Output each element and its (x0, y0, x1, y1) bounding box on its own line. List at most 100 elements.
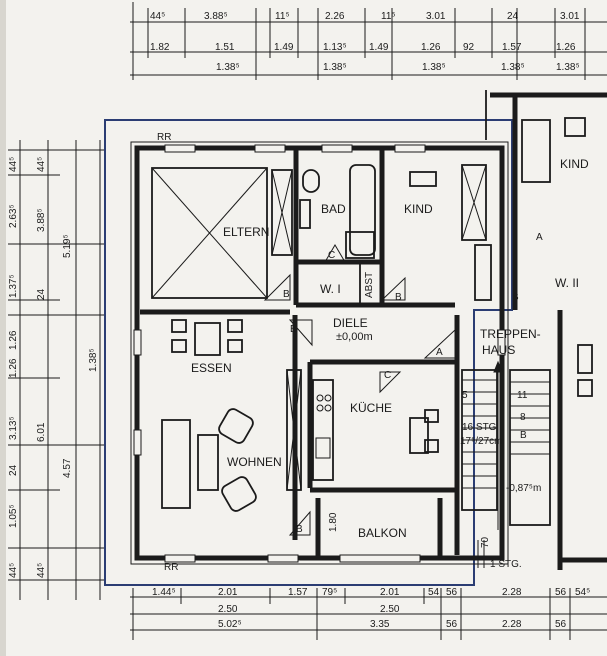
sofa (161, 419, 191, 509)
dim-bottom-1-0: 1.44⁵ (152, 587, 176, 598)
wardrobe (271, 169, 293, 256)
wardrobe-kind (461, 164, 487, 241)
room-diele-level: ±0,00m (336, 331, 373, 343)
dim-left-outer-6: 24 (8, 464, 19, 476)
stair-width: 70 (480, 536, 491, 548)
room-wohnen: WOHNEN (227, 455, 282, 469)
stair-step-5: 5 (462, 390, 468, 401)
dim-bottom-3-0: 5.02⁵ (218, 619, 242, 630)
kitchen-table (409, 417, 429, 454)
toilet (302, 169, 320, 193)
dim-bottom-1-2: 1.57 (288, 587, 308, 598)
paper-shadow (0, 0, 6, 656)
stair-rise-run: 17⁵/27cm (460, 436, 503, 447)
armchair (218, 408, 254, 444)
double-bed (151, 167, 268, 299)
dim-top-2-6: 92 (463, 42, 475, 53)
room-essen: ESSEN (191, 361, 232, 375)
room-labels: ELTERN BAD KIND KIND W. I W. II ABST DIE… (157, 132, 589, 573)
dim-top-1-0: 44⁵ (150, 11, 165, 22)
marker-b-essen: B (290, 324, 297, 335)
balkon-dimension: 1.80 (328, 512, 339, 532)
dim-left-outer-5: 3.13⁵ (8, 416, 19, 440)
sink (299, 199, 311, 229)
dim-left-inner-0: 5.19⁵ (62, 234, 73, 258)
dim-bottom-3-3: 2.28 (502, 619, 522, 630)
room-diele: DIELE (333, 316, 368, 330)
room-bad: BAD (321, 202, 346, 216)
armchair (221, 476, 257, 512)
dim-top-1-1: 3.88⁵ (204, 11, 228, 22)
room-kueche: KÜCHE (350, 401, 392, 415)
room-abst: ABST (364, 272, 375, 298)
rr-bottom: RR (164, 562, 178, 573)
dim-left-mid-4: 44⁵ (36, 563, 47, 578)
room-treppenhaus-2: HAUS (482, 343, 515, 357)
dim-left-mid-1: 3.88⁵ (36, 208, 47, 232)
room-kind: KIND (404, 202, 433, 216)
stair-step-8: 8 (520, 412, 526, 423)
rr-top: RR (157, 132, 171, 143)
apartment-boundary (104, 119, 513, 586)
room-wc: W. I (320, 282, 341, 296)
dim-top-3-1: 1.38⁵ (323, 62, 347, 73)
dim-left-outer-2: 1.37⁵ (8, 274, 19, 298)
dim-top-1-7: 3.01 (560, 11, 580, 22)
shower-tray (345, 231, 375, 259)
dim-top-3-4: 1.38⁵ (556, 62, 580, 73)
dim-left-mid-2: 24 (36, 288, 47, 300)
dim-bottom-1-1: 2.01 (218, 587, 238, 598)
left-dimension-lines: 44⁵ 2.63⁵ 1.37⁵ 1.26 1.26 3.13⁵ 24 1.05⁵… (8, 140, 104, 600)
marker-b-wohnen: B (296, 524, 303, 535)
dim-bottom-1-3: 79⁵ (322, 587, 337, 598)
dim-top-1-3: 2.26 (325, 11, 345, 22)
room-eltern: ELTERN (223, 225, 269, 239)
dim-left-outer-0: 44⁵ (8, 157, 19, 172)
interior-walls (140, 150, 460, 560)
windows (133, 144, 506, 563)
stair-step-11: 11 (517, 390, 528, 401)
dim-bottom-3-2: 56 (446, 619, 458, 630)
dim-bottom-1-5: 54 (428, 587, 440, 598)
staircase (461, 360, 551, 568)
dim-top-2-4: 1.49 (369, 42, 389, 53)
marker-b-kind: B (395, 292, 402, 303)
dim-top-1-6: 24 (507, 11, 519, 22)
dim-left-inner-1: 1.38⁵ (88, 348, 99, 372)
dim-top-2-3: 1.13⁵ (323, 42, 347, 53)
kitchen-counter (312, 379, 334, 481)
desk-kind-right (564, 117, 586, 137)
dim-top-2-1: 1.51 (215, 42, 235, 53)
dim-top-1-2: 11⁵ (275, 11, 290, 22)
dining-table (194, 322, 221, 356)
stair-bottom-step: 1 STG. (490, 559, 522, 570)
door-markers: B B B B B B C C A A (263, 232, 543, 536)
dim-bottom-3-4: 56 (555, 619, 567, 630)
dim-top-2-0: 1.82 (150, 42, 170, 53)
dim-top-2-8: 1.26 (556, 42, 576, 53)
dim-top-2-7: 1.57 (502, 42, 522, 53)
marker-b-treppe: B (520, 430, 527, 441)
dim-left-outer-8: 44⁵ (8, 563, 19, 578)
top-dimension-lines: 44⁵ 3.88⁵ 11⁵ 2.26 11⁵ 3.01 24 3.01 1.82… (130, 2, 607, 80)
dim-left-outer-4: 1.26 (8, 358, 19, 378)
dim-bottom-2-1: 2.50 (380, 604, 400, 615)
dim-left-mid-0: 44⁵ (36, 157, 47, 172)
dim-bottom-1-4: 2.01 (380, 587, 400, 598)
dim-left-outer-1: 2.63⁵ (8, 204, 19, 228)
dim-left-outer-7: 1.05⁵ (8, 504, 19, 528)
cabinet (286, 369, 302, 491)
room-balkon: BALKON (358, 526, 407, 540)
furniture (151, 117, 593, 512)
marker-c-bad: C (328, 250, 335, 261)
stair-lower-level: -0,87⁵m (506, 483, 541, 494)
dim-top-3-2: 1.38⁵ (422, 62, 446, 73)
marker-c-kueche: C (384, 370, 391, 381)
marker-b-right: B (512, 292, 519, 303)
dim-left-outer-3: 1.26 (8, 330, 19, 350)
dim-bottom-2-0: 2.50 (218, 604, 238, 615)
room-treppenhaus-1: TREPPEN- (480, 327, 541, 341)
dim-top-2-5: 1.26 (421, 42, 441, 53)
dim-bottom-1-8: 56 (555, 587, 567, 598)
